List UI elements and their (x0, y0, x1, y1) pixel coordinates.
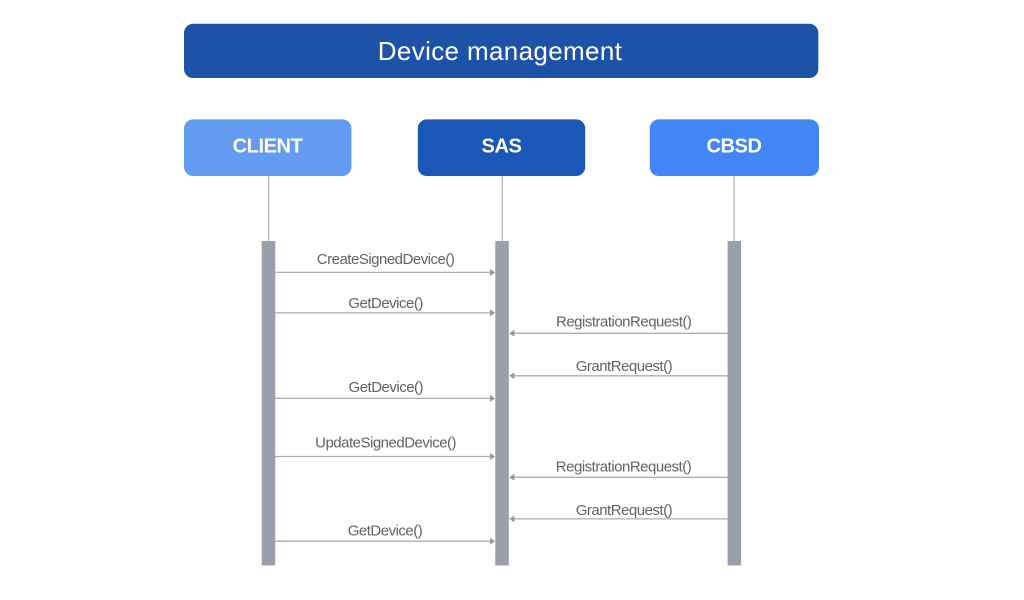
svg-text:RegistrationRequest(): RegistrationRequest() (556, 314, 692, 331)
svg-text:CreateSignedDevice(): CreateSignedDevice() (317, 251, 455, 268)
svg-text:SAS: SAS (482, 136, 522, 158)
svg-text:RegistrationRequest(): RegistrationRequest() (556, 458, 692, 475)
svg-text:CBSD: CBSD (706, 136, 761, 158)
svg-text:GetDevice(): GetDevice() (348, 523, 423, 540)
svg-text:GrantRequest(): GrantRequest() (576, 502, 673, 519)
svg-text:UpdateSignedDevice(): UpdateSignedDevice() (315, 435, 456, 452)
svg-text:Device management: Device management (378, 36, 623, 66)
svg-text:CLIENT: CLIENT (233, 136, 303, 158)
svg-text:GrantRequest(): GrantRequest() (576, 358, 673, 375)
svg-text:GetDevice(): GetDevice() (348, 295, 423, 312)
svg-text:GetDevice(): GetDevice() (349, 379, 424, 396)
